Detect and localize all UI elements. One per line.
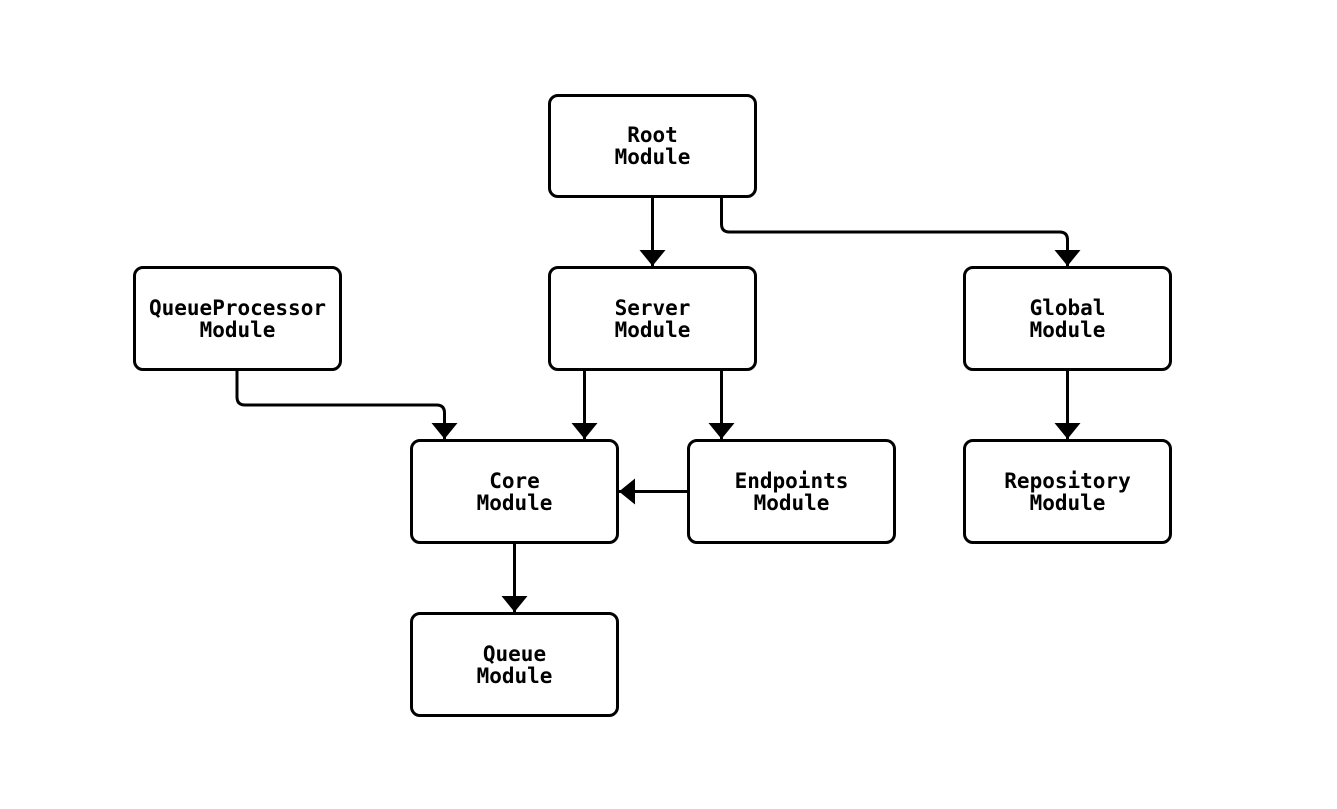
node-queueprocessor-module: QueueProcessor Module bbox=[133, 266, 342, 371]
node-root-module: Root Module bbox=[548, 94, 757, 198]
node-server-module: Server Module bbox=[548, 266, 757, 371]
arrowhead-root-to-global bbox=[1054, 250, 1081, 266]
arrowhead-global-to-repository bbox=[1054, 423, 1081, 439]
node-queue-label: Queue Module bbox=[476, 641, 553, 688]
arrowhead-root-to-server bbox=[639, 250, 666, 266]
node-queue-module: Queue Module bbox=[410, 612, 619, 717]
node-queueprocessor-label: QueueProcessor Module bbox=[148, 295, 326, 342]
node-server-label: Server Module bbox=[614, 295, 691, 342]
edge-queueprocessor-to-core bbox=[235, 371, 446, 439]
arrowhead-endpoints-to-core bbox=[619, 478, 635, 505]
arrowhead-server-to-core bbox=[571, 423, 598, 439]
node-repository-label: Repository Module bbox=[1004, 468, 1131, 515]
node-global-label: Global Module bbox=[1029, 295, 1106, 342]
arrowhead-server-to-endpoints bbox=[708, 423, 735, 439]
arrowhead-queueprocessor-to-core bbox=[431, 423, 458, 439]
node-core-module: Core Module bbox=[410, 439, 619, 544]
node-global-module: Global Module bbox=[963, 266, 1172, 371]
arrowhead-core-to-queue bbox=[501, 596, 528, 612]
node-core-label: Core Module bbox=[476, 468, 553, 515]
node-endpoints-label: Endpoints Module bbox=[734, 468, 849, 515]
edge-root-to-global bbox=[720, 198, 1069, 266]
node-endpoints-module: Endpoints Module bbox=[687, 439, 896, 544]
node-root-label: Root Module bbox=[614, 123, 691, 169]
node-repository-module: Repository Module bbox=[963, 439, 1172, 544]
